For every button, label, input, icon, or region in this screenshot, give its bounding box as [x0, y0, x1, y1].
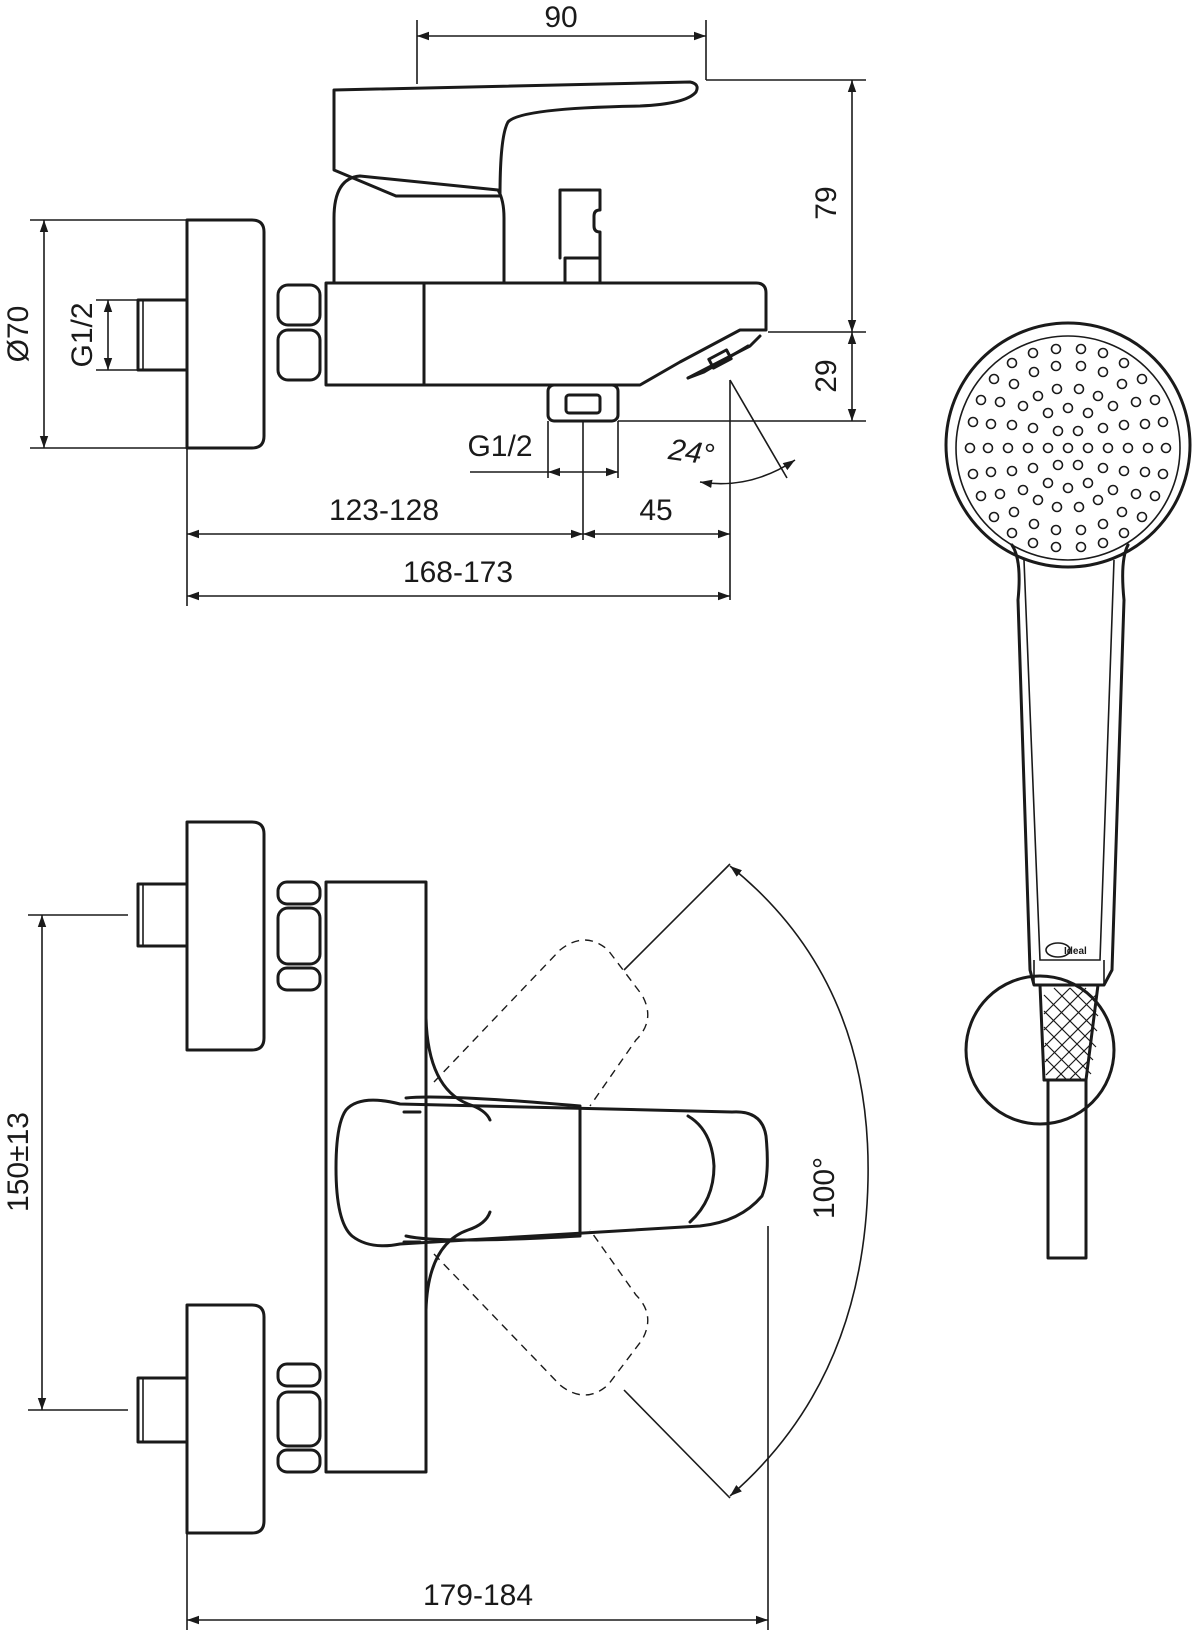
inlet-nipple-side [136, 298, 189, 372]
dim-inlet-thread: G1/2 [66, 302, 99, 367]
dim-projection-outlet: 123-128 [329, 494, 439, 527]
diverter-knob [563, 256, 602, 285]
dim-spout-angle: 24° [666, 433, 717, 472]
dim-flange-diameter: Ø70 [2, 306, 35, 363]
hose-connector [1038, 983, 1100, 1082]
hex-nut-side [276, 283, 322, 382]
wall-bracket [964, 974, 1116, 1126]
upper-flange-front [185, 820, 266, 1052]
lever-handle-front [334, 1098, 769, 1248]
bottom-outlet-side [546, 383, 620, 423]
dim-lever-rotation: 100° [808, 1157, 841, 1219]
lever-handle-side [332, 80, 699, 198]
hand-shower: Ideal [944, 321, 1192, 1260]
shower-head-outer [944, 321, 1192, 569]
mixer-body-side [324, 281, 426, 387]
brand-logo-icon: Ideal [1045, 942, 1087, 958]
shower-handle [1010, 543, 1130, 987]
side-view: 90 79 29 Ø70 G1/2 G1/2 24° [2, 1, 866, 606]
dim-spout-offset: 45 [639, 494, 672, 527]
front-view: 100° 150±13 179-184 [2, 820, 869, 1630]
spout-side [422, 281, 768, 387]
cartridge-housing-side [332, 174, 506, 285]
dim-projection-total: 168-173 [403, 556, 513, 589]
hose [1046, 1078, 1088, 1260]
dim-spout-height: 29 [810, 359, 843, 392]
lever-position-upper [433, 939, 649, 1107]
dim-outlet-thread: G1/2 [467, 430, 532, 463]
dim-upper-height: 79 [810, 186, 843, 219]
mixer-body-front [324, 880, 428, 1474]
spray-nozzles [964, 343, 1172, 553]
dim-front-width: 179-184 [423, 1579, 533, 1612]
shower-head-inner [955, 335, 1181, 561]
wall-flange-side [185, 218, 266, 450]
lever-position-lower [433, 1229, 649, 1396]
dim-top-width: 90 [544, 1, 577, 34]
dim-inlet-centers: 150±13 [2, 1112, 35, 1212]
svg-text:Ideal: Ideal [1064, 946, 1087, 957]
lower-flange-front [185, 1303, 266, 1535]
